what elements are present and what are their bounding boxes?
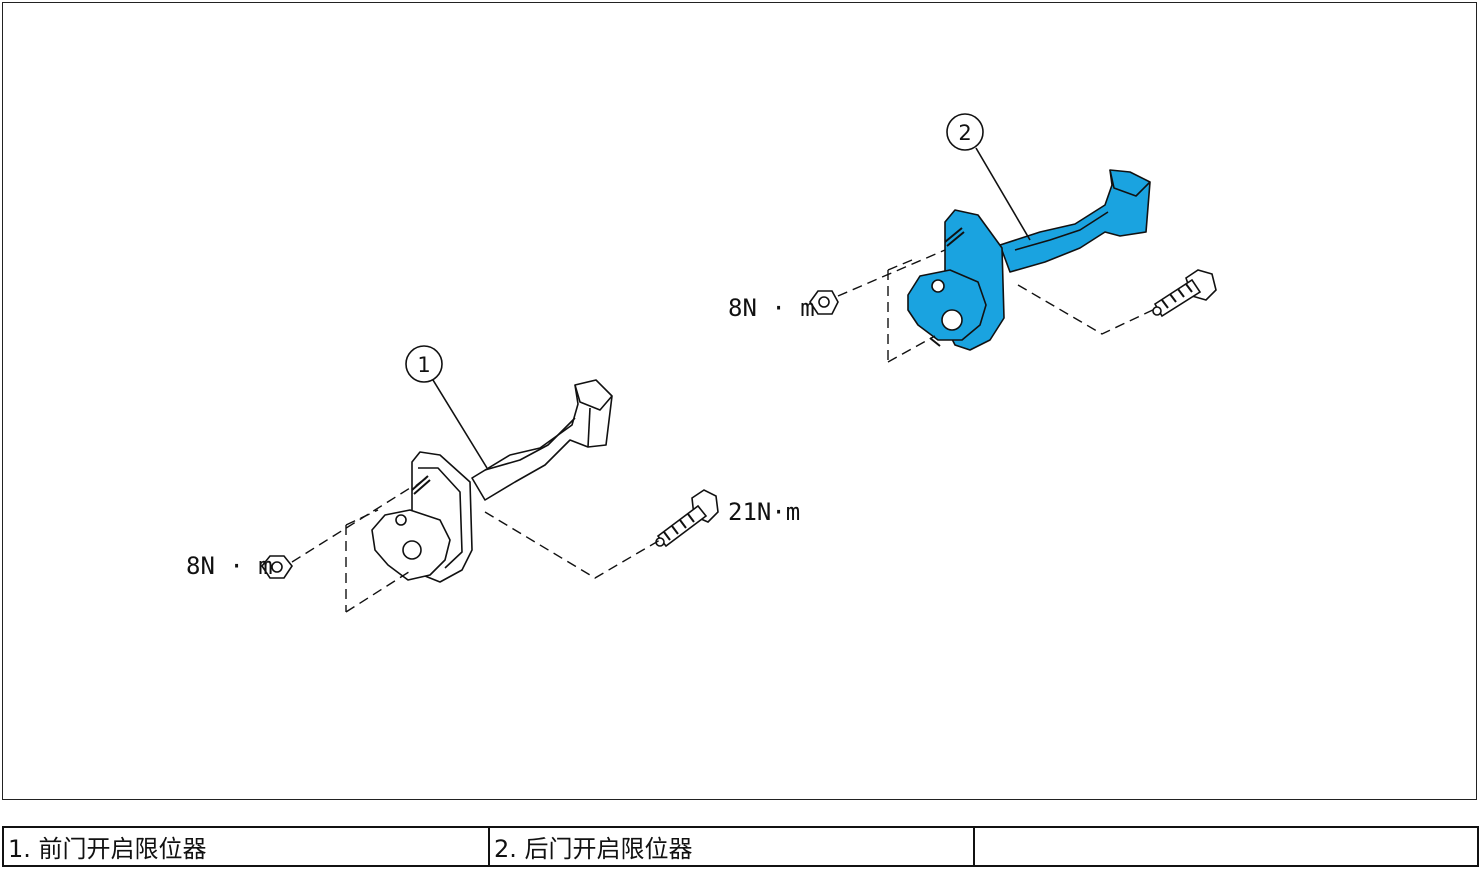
legend-cell-2: 2. 后门开启限位器 [490, 828, 975, 865]
legend-cell-1: 1. 前门开启限位器 [4, 828, 490, 865]
front-bracket-stud [411, 475, 431, 495]
rear-check-housing [907, 269, 987, 341]
exploded-diagram: 1 8N · m 21N·m 2 [186, 113, 1217, 613]
callout-1: 1 [405, 345, 488, 469]
front-check-arm [471, 379, 613, 501]
front-bolt [655, 489, 719, 548]
front-nut-torque-label: 8N · m [186, 552, 273, 580]
rear-nut-torque-label: 8N · m [728, 294, 815, 322]
rear-check-arm [999, 169, 1151, 273]
callout-2-number: 2 [958, 121, 971, 145]
legend-cell-3 [975, 828, 1477, 865]
legend-table: 1. 前门开启限位器 2. 后门开启限位器 [2, 826, 1479, 867]
rear-bracket-stud [944, 227, 965, 247]
front-bolt-torque-label: 21N·m [728, 498, 800, 526]
figure-frame [2, 2, 1477, 800]
rear-nut [809, 290, 839, 315]
front-nut [261, 555, 293, 579]
front-leader-lines [291, 487, 661, 613]
rear-bolt [1152, 269, 1217, 318]
callout-2: 2 [946, 113, 1031, 241]
rear-door-check-assembly [907, 169, 1151, 351]
rear-leader-lines [837, 249, 1158, 363]
front-door-check-assembly [371, 379, 613, 583]
callout-1-number: 1 [417, 353, 430, 377]
